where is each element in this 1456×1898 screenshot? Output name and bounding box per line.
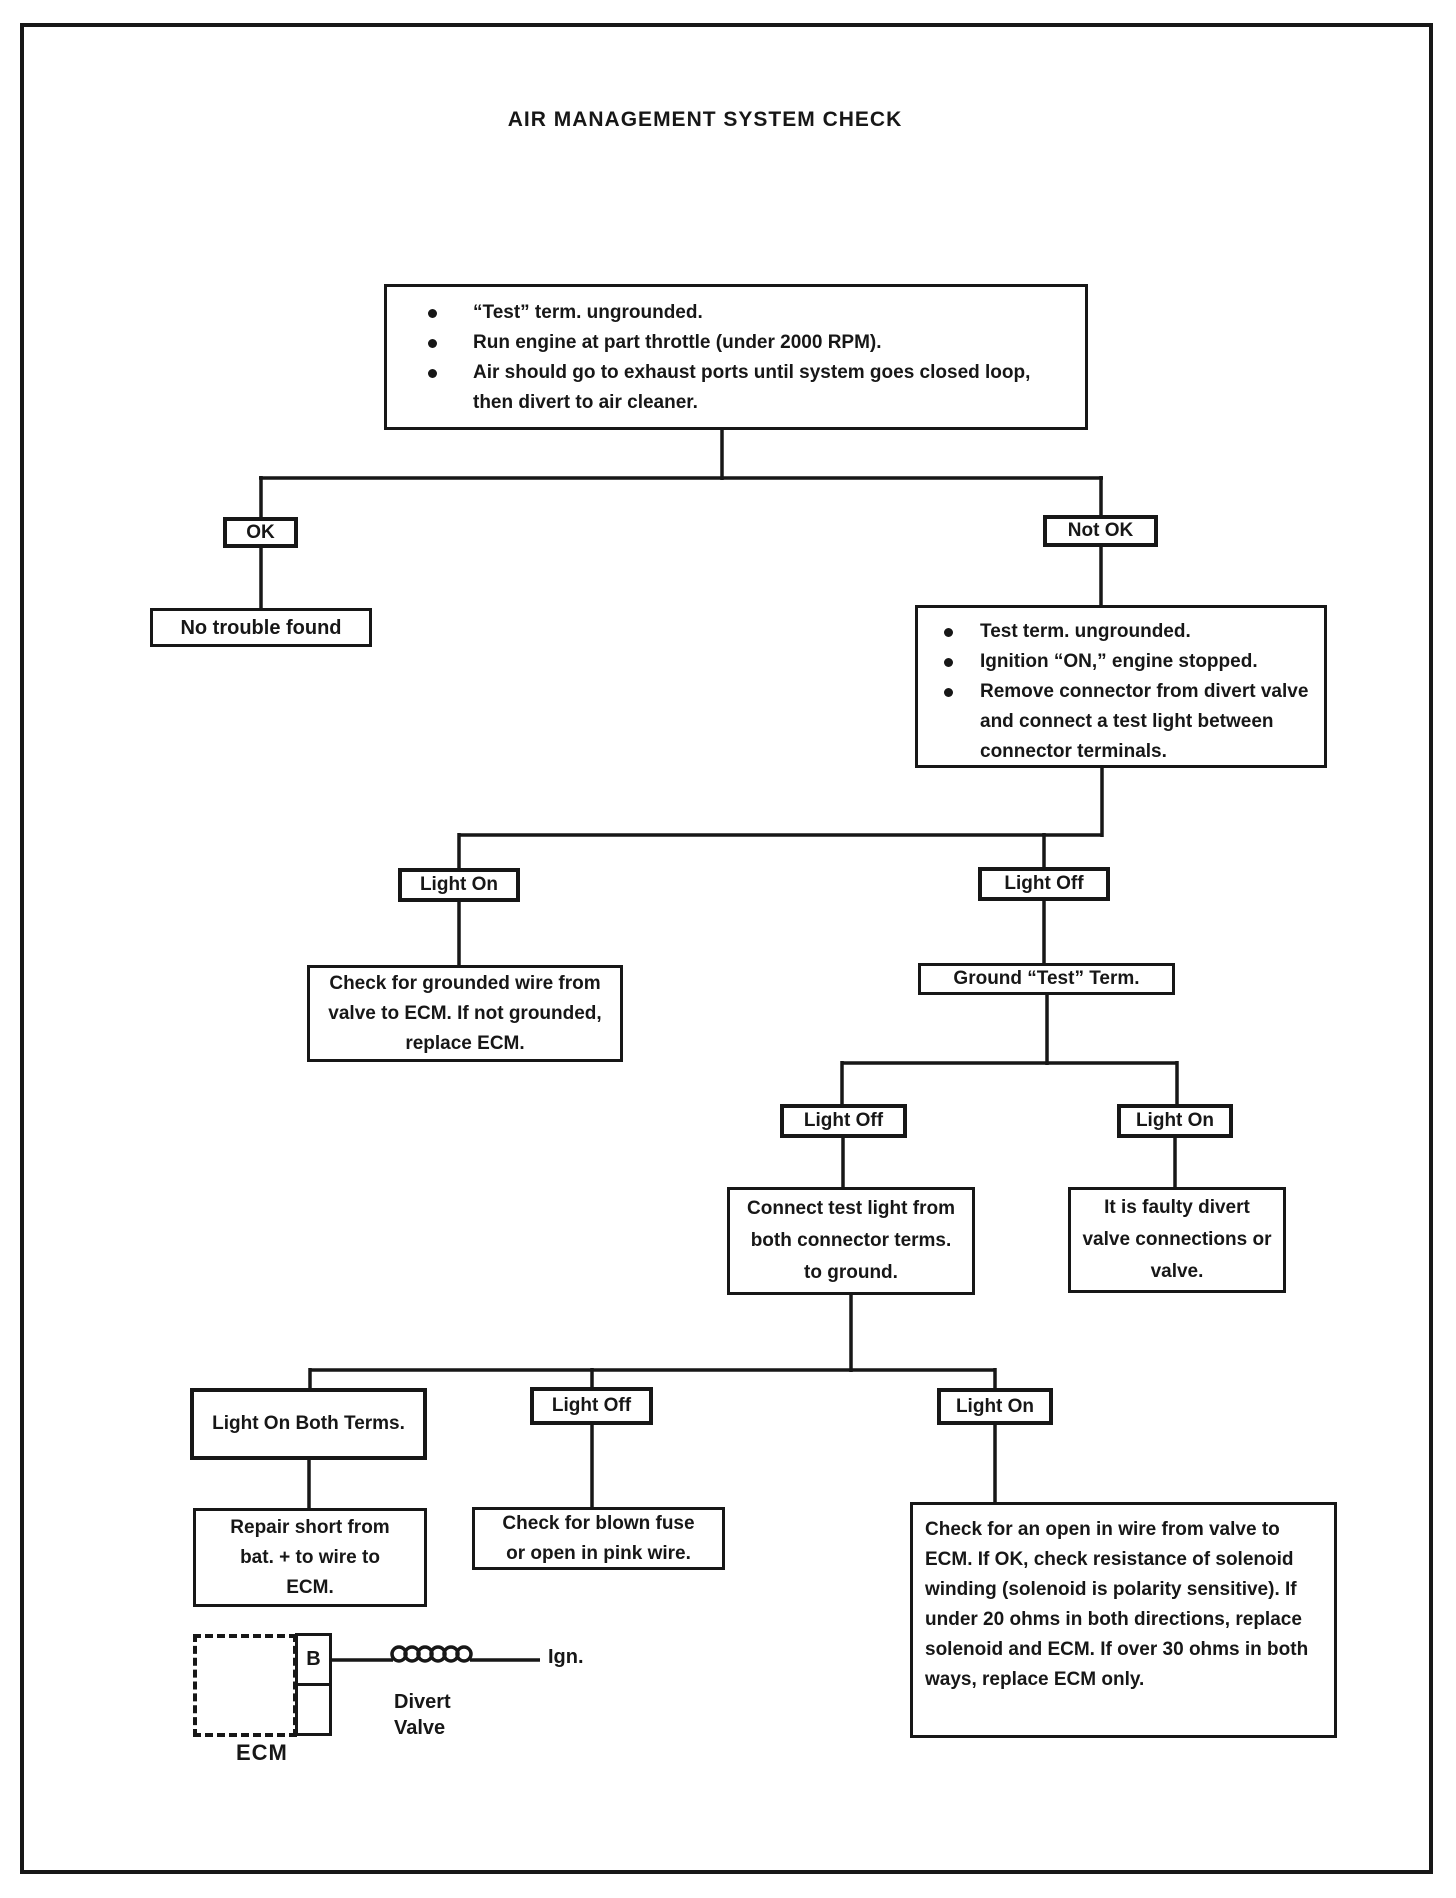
page-title: AIR MANAGEMENT SYSTEM CHECK	[507, 108, 903, 131]
flow-node-light-on-2: Light On	[398, 868, 520, 902]
terminal-empty-cell	[298, 1686, 329, 1733]
flow-node-initial-test: “Test” term. ungrounded. Run engine at p…	[384, 284, 1088, 430]
bullet-item: “Test” term. ungrounded.	[428, 298, 1071, 328]
flow-node-light-off-2: Light Off	[978, 867, 1110, 901]
page-border	[20, 23, 1433, 1874]
flow-node-ground-test-term: Ground “Test” Term.	[918, 963, 1175, 995]
bullet-item: Remove connector from divert valve and c…	[944, 677, 1316, 767]
terminal-b-cell: B	[298, 1636, 329, 1686]
flow-node-light-off-4: Light Off	[530, 1387, 653, 1425]
flow-node-light-on-4: Light On	[937, 1388, 1053, 1425]
bullet-icon	[944, 688, 953, 697]
flow-node-check-open-wire: Check for an open in wire from valve to …	[910, 1502, 1337, 1738]
flow-node-light-on-both-terms: Light On Both Terms.	[190, 1388, 427, 1460]
bullet-icon	[428, 339, 437, 348]
bullet-item: Test term. ungrounded.	[944, 617, 1316, 647]
flow-node-faulty-divert-valve: It is faulty divert valve connections or…	[1068, 1187, 1286, 1293]
bullet-item: Ignition “ON,” engine stopped.	[944, 647, 1316, 677]
flow-node-connect-test-light: Connect test light from both connector t…	[727, 1187, 975, 1295]
bullet-icon	[428, 369, 437, 378]
flow-node-light-off-3: Light Off	[780, 1104, 907, 1138]
bullet-item: Run engine at part throttle (under 2000 …	[428, 328, 1071, 358]
flow-node-repair-short: Repair short from bat. + to wire to ECM.	[193, 1508, 427, 1607]
flow-node-test-light-setup: Test term. ungrounded. Ignition “ON,” en…	[915, 605, 1327, 768]
ecm-dashed-box	[193, 1634, 297, 1737]
flow-node-no-trouble-found: No trouble found	[150, 608, 372, 647]
bullet-icon	[944, 628, 953, 637]
flow-node-ok: OK	[223, 517, 298, 548]
bullet-icon	[944, 658, 953, 667]
bullet-icon	[428, 309, 437, 318]
ecm-terminal-block: B	[295, 1633, 332, 1736]
flow-node-light-on-3: Light On	[1117, 1104, 1233, 1138]
solenoid-coil-icon	[390, 1645, 473, 1663]
ecm-label: ECM	[236, 1740, 288, 1765]
flow-node-check-grounded-wire: Check for grounded wire from valve to EC…	[307, 965, 623, 1062]
bullet-item: Air should go to exhaust ports until sys…	[428, 358, 1071, 418]
divert-valve-label: Divert Valve	[394, 1691, 451, 1739]
terminal-b-label: B	[306, 1648, 321, 1670]
flow-node-check-fuse: Check for blown fuse or open in pink wir…	[472, 1507, 725, 1570]
ignition-label: Ign.	[548, 1646, 584, 1668]
flow-node-not-ok: Not OK	[1043, 515, 1158, 547]
